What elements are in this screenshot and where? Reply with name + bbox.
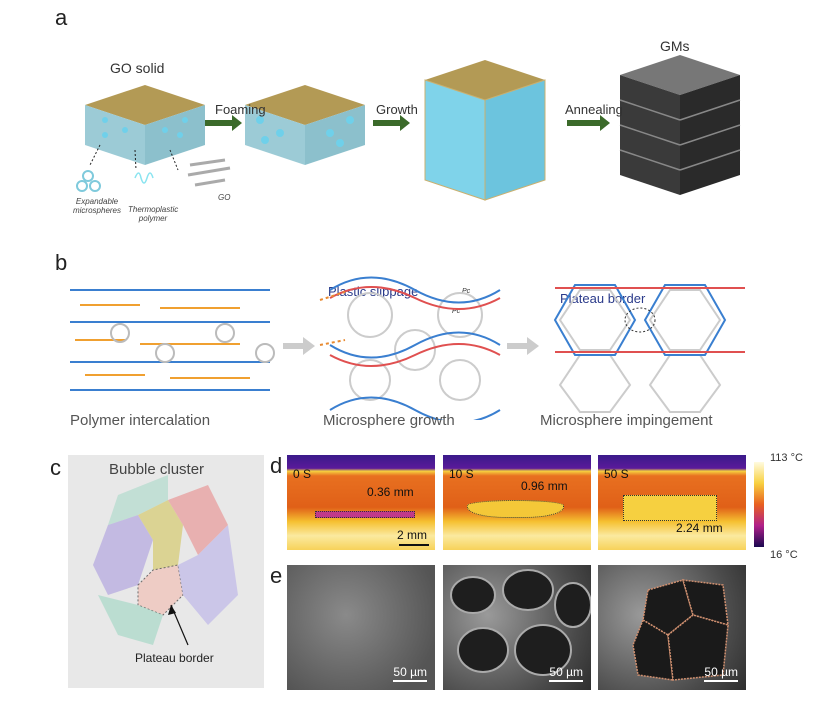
panel-c-label: c — [50, 455, 61, 480]
plateau-border-annotation: Plateau border — [135, 651, 214, 665]
thermal-frame-10s: 10 S 0.96 mm — [443, 455, 591, 550]
stage-polymer-intercalation: Polymer intercalation — [70, 412, 211, 429]
label-expandable-microspheres: Expandable microspheres — [72, 197, 121, 215]
stage-microsphere-impingement: Microsphere impingement — [540, 412, 713, 429]
scale-label: 50 µm — [549, 665, 583, 679]
microsphere-growth-diagram — [319, 276, 501, 420]
label-thermoplastic-polymer: Thermoplastic polymer — [128, 205, 179, 223]
time-label: 50 S — [604, 467, 629, 481]
go-solid-cube — [85, 85, 205, 165]
panel-a-label: a — [55, 5, 68, 30]
annealing-arrow — [567, 115, 610, 131]
pc-symbol: Pc — [462, 288, 471, 295]
process-arrows — [205, 115, 610, 131]
gms-cube — [619, 55, 741, 195]
gray-arrow-1 — [283, 337, 315, 355]
scale-label: 50 µm — [393, 665, 427, 679]
scale-bar: 50 µm — [393, 665, 427, 682]
scale-bar: 50 µm — [704, 665, 738, 682]
sem-image-1: 50 µm — [287, 565, 435, 690]
scale-bar: 50 µm — [549, 665, 583, 682]
sem-image-2: 50 µm — [443, 565, 591, 690]
panel-b-label: b — [55, 250, 68, 275]
thermal-frame-0s: 0 S 0.36 mm 2 mm — [287, 455, 435, 550]
plastic-slippage-label: Plastic slippage — [328, 284, 419, 299]
scale-bar-line — [399, 544, 429, 546]
panel-d-label: d — [270, 453, 283, 478]
scale-bar-2mm: 2 mm — [397, 528, 427, 542]
thickness-label: 0.36 mm — [367, 485, 414, 499]
panel-b-schematic — [70, 276, 745, 420]
time-label: 0 S — [293, 467, 312, 481]
go-sheets-icon — [187, 158, 231, 187]
label-go: GO — [218, 193, 231, 202]
panel-a-schematic — [76, 55, 741, 201]
thickness-label: 2.24 mm — [676, 521, 723, 535]
sample — [467, 500, 564, 518]
step-growth: Growth — [376, 102, 418, 117]
foaming-arrow — [205, 115, 242, 131]
panel-e-label: e — [270, 563, 283, 588]
polymer-intercalation-diagram — [70, 289, 275, 391]
go-solid-label: GO solid — [110, 60, 165, 76]
temperature-colorbar — [754, 462, 764, 547]
pc-symbol-2: Pc — [452, 308, 461, 315]
gray-arrow-2 — [507, 337, 539, 355]
microsphere-impingement-diagram — [553, 284, 745, 413]
sem-image-3: 50 µm — [598, 565, 746, 690]
bubble-cluster-title: Bubble cluster — [109, 461, 205, 478]
bubble-cluster-photo — [68, 455, 264, 688]
step-foaming: Foaming — [215, 102, 266, 117]
component-arrows — [89, 144, 179, 171]
step-annealing: Annealing — [565, 102, 623, 117]
microspheres-icon — [76, 170, 101, 192]
foamed-cube — [245, 85, 365, 165]
gms-label: GMs — [660, 38, 690, 54]
thermal-frame-50s: 50 S 2.24 mm — [598, 455, 746, 550]
polymer-icon — [134, 172, 154, 184]
grown-cube — [424, 60, 546, 201]
colorbar-min: 16 °C — [770, 549, 798, 561]
stage-microsphere-growth: Microsphere growth — [323, 412, 455, 429]
growth-arrow — [373, 115, 410, 131]
scale-label: 50 µm — [704, 665, 738, 679]
thickness-label: 0.96 mm — [521, 479, 568, 493]
colorbar-max: 113 °C — [770, 452, 803, 464]
sample — [315, 511, 415, 518]
sample — [623, 495, 717, 521]
time-label: 10 S — [449, 467, 474, 481]
